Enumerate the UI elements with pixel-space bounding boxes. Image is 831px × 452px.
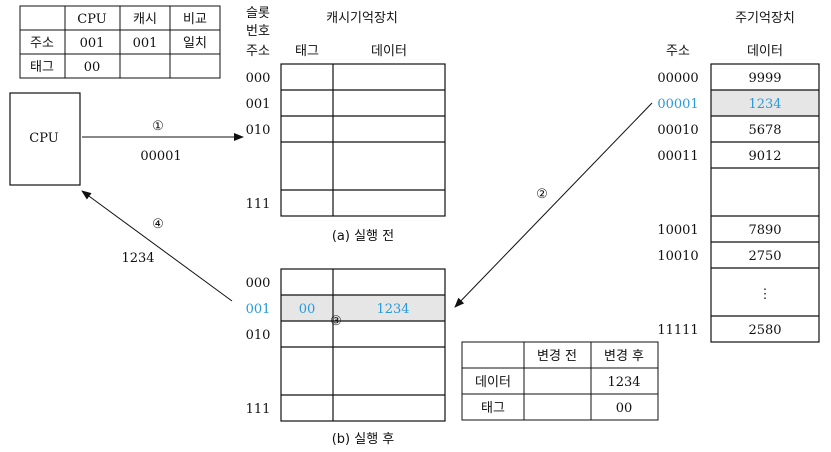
memory-address-00001: 00001: [657, 97, 698, 112]
change-table: 변경 전 변경 후 데이터 1234 태그 00: [461, 341, 659, 421]
slot-111-before: 111: [246, 197, 271, 212]
memory-data-10001: 7890: [748, 223, 781, 238]
memory-data-00001: 1234: [748, 97, 781, 112]
caption-after: (b) 실행 후: [332, 431, 395, 447]
slot-000-after: 000: [246, 276, 271, 291]
compare-cpu-tag: 00: [84, 60, 101, 75]
cache-title: 캐시기억장치: [326, 11, 398, 26]
flow-arrows: ① 00001 ② ③ ④ 1234: [81, 102, 653, 329]
slot-header-line2: 번호: [246, 24, 270, 39]
address-compare-table: CPU 캐시 비교 주소 001 001 일치 태그 00: [19, 5, 221, 79]
slot-001-before: 001: [246, 97, 271, 112]
change-row-data-label: 데이터: [475, 375, 511, 390]
compare-row-address-label: 주소: [30, 36, 54, 51]
memory-address-00011: 00011: [657, 149, 698, 164]
slot-111-after: 111: [246, 402, 271, 417]
step-2-marker: ②: [536, 187, 548, 202]
compare-header-compare: 비교: [183, 12, 207, 27]
cache-header-tag: 태그: [295, 44, 319, 59]
cache-header-data: 데이터: [371, 44, 407, 59]
compare-row-tag-label: 태그: [30, 60, 54, 75]
step-3-marker: ③: [330, 314, 342, 329]
cpu-label: CPU: [29, 131, 58, 146]
memory-address-10010: 10010: [657, 249, 698, 264]
cache-after: 000 001 010 111 00 1234 (b) 실행 후: [246, 268, 446, 447]
memory-header-address: 주소: [666, 44, 690, 59]
change-data-after: 1234: [607, 375, 640, 390]
slot-010-before: 010: [246, 123, 271, 138]
cache-header: 슬롯 번호 주소 캐시기억장치 태그 데이터: [246, 6, 407, 59]
compare-header-cache: 캐시: [133, 12, 157, 27]
memory-data-11111: 2580: [748, 323, 781, 338]
compare-cpu-address: 001: [80, 36, 105, 51]
memory-title: 주기억장치: [735, 11, 795, 26]
main-memory: 주기억장치 주소 데이터 00000 9999 00001 1234 00010…: [657, 11, 820, 343]
memory-address-10001: 10001: [657, 223, 698, 238]
change-row-tag-label: 태그: [481, 401, 505, 416]
compare-result: 일치: [183, 36, 207, 51]
cache-hit-tag: 00: [299, 302, 316, 317]
change-header-before: 변경 전: [537, 349, 577, 364]
memory-address-11111: 11111: [657, 323, 698, 338]
compare-cache-address: 001: [133, 36, 158, 51]
slot-010-after: 010: [246, 328, 271, 343]
memory-header-data: 데이터: [747, 44, 783, 59]
slot-header-line1: 슬롯: [246, 6, 270, 21]
memory-data-00010: 5678: [748, 123, 781, 138]
change-tag-after: 00: [616, 401, 633, 416]
arrow-memory-to-cache: [454, 102, 653, 308]
memory-data-00000: 9999: [748, 71, 781, 86]
slot-header-line3: 주소: [246, 44, 270, 59]
step-4-marker: ④: [152, 217, 164, 232]
memory-data-10010: 2750: [748, 249, 781, 264]
step-1-marker: ①: [152, 119, 164, 134]
slot-000-before: 000: [246, 71, 271, 86]
memory-address-00000: 00000: [657, 71, 698, 86]
memory-ellipsis: ⋮: [759, 287, 772, 302]
slot-001-after: 001: [246, 302, 271, 317]
cpu-box: CPU: [9, 92, 81, 186]
step-4-data: 1234: [121, 251, 154, 266]
compare-header-cpu: CPU: [77, 12, 106, 27]
arrow-cache-to-cpu: [81, 190, 233, 302]
caption-before: (a) 실행 전: [332, 228, 394, 244]
step-1-address: 00001: [140, 149, 181, 164]
memory-data-00011: 9012: [748, 149, 781, 164]
cache-hit-data: 1234: [376, 302, 409, 317]
cache-before: 000 001 010 111 (a) 실행 전: [246, 63, 446, 244]
memory-address-00010: 00010: [657, 123, 698, 138]
change-header-after: 변경 후: [604, 349, 644, 364]
